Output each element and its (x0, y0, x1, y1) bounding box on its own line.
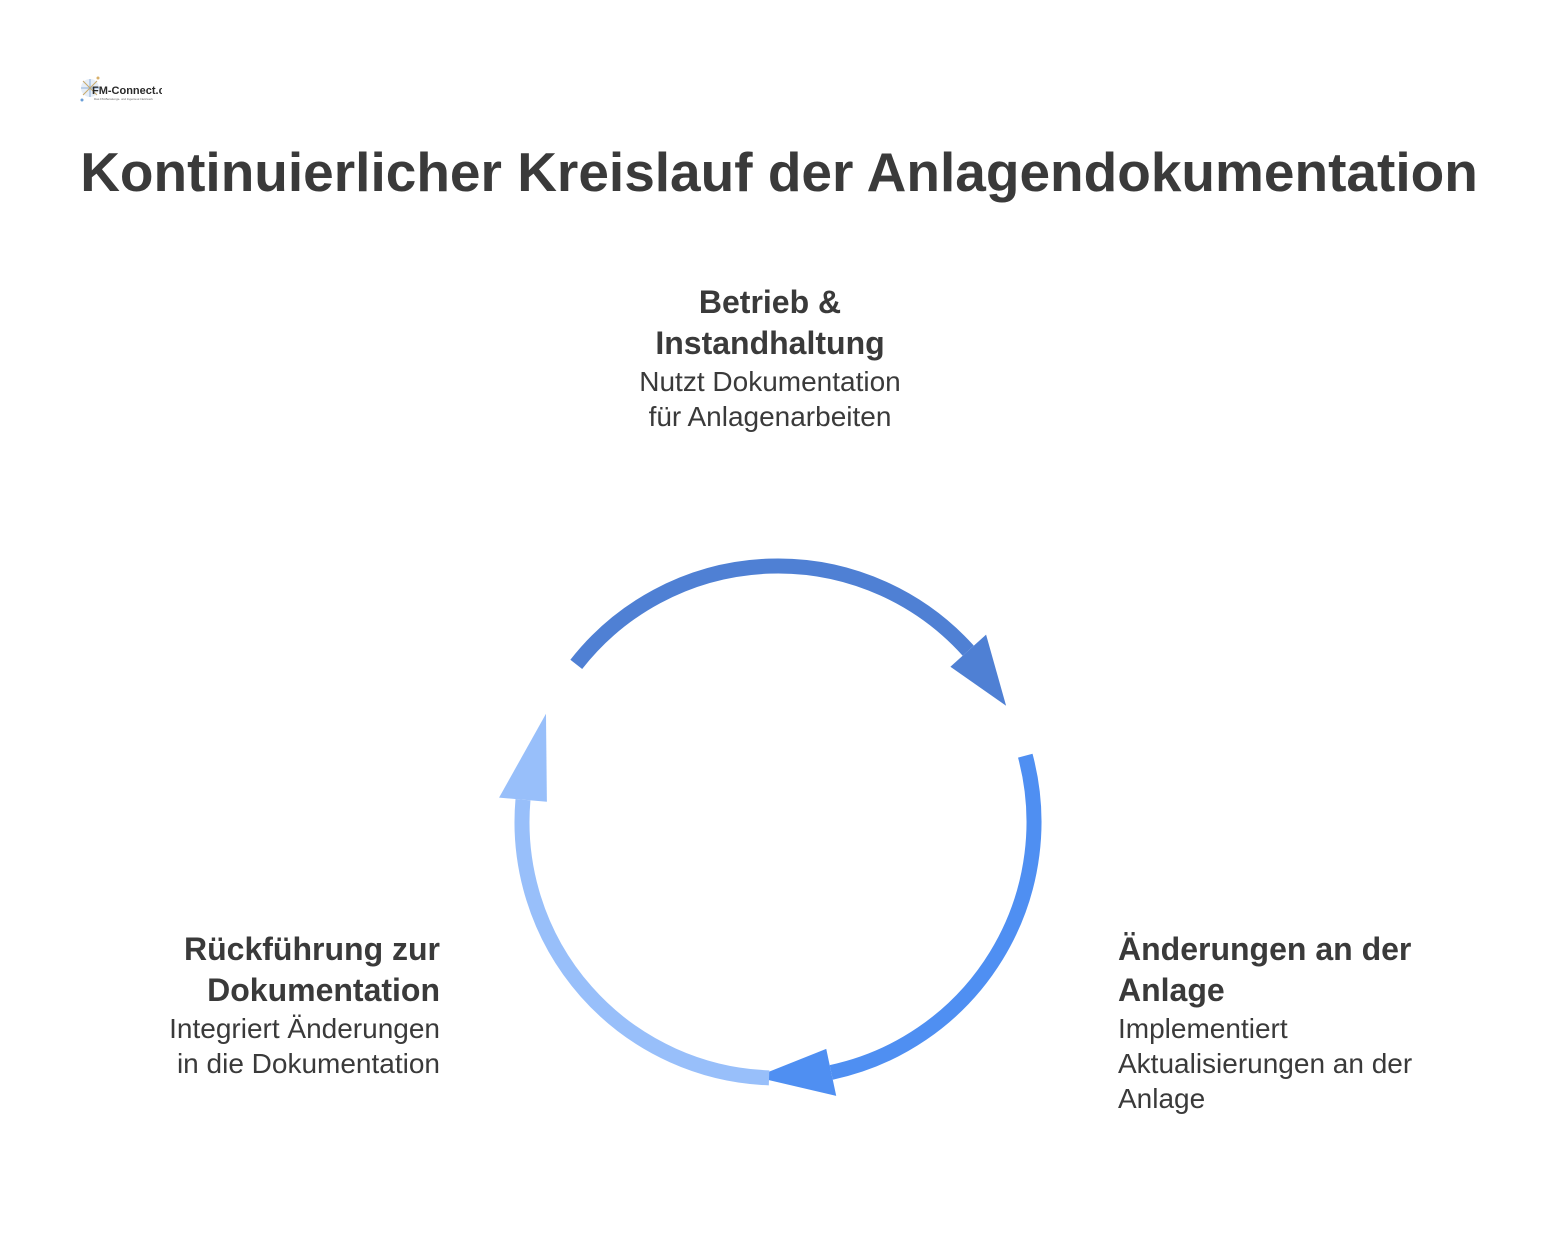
stage-description: Implementiert Aktualisierungen an der An… (1118, 1013, 1413, 1114)
logo-sparkle-icon (80, 76, 100, 102)
stage-description: Nutzt Dokumentation für Anlagenarbeiten (639, 366, 901, 432)
stage-feedback-documentation: Rückführung zur Dokumentation Integriert… (140, 929, 440, 1081)
stage-description: Integriert Änderungen in die Dokumentati… (169, 1013, 440, 1079)
stage-title: Betrieb & Instandhaltung (655, 284, 885, 361)
stage-operation-maintenance: Betrieb & Instandhaltung Nutzt Dokumenta… (620, 282, 920, 434)
stage-plant-changes: Änderungen an der Anlage Implementiert A… (1118, 929, 1418, 1116)
page-title: Kontinuierlicher Kreislauf der Anlagendo… (80, 141, 1478, 203)
arrow-operation-to-changes (570, 558, 1007, 706)
arrow-feedback-to-operation (499, 713, 770, 1086)
fm-connect-logo: FM-Connect.com Das FM-Beratungs- und Ing… (80, 76, 162, 102)
logo-brand: FM-Connect.com (92, 85, 162, 97)
arrow-changes-to-feedback (755, 753, 1042, 1096)
logo-tagline: Das FM-Beratungs- und Ingenieur-Netzwerk (94, 97, 153, 101)
stage-title: Rückführung zur Dokumentation (184, 931, 440, 1008)
stage-title: Änderungen an der Anlage (1118, 931, 1412, 1008)
